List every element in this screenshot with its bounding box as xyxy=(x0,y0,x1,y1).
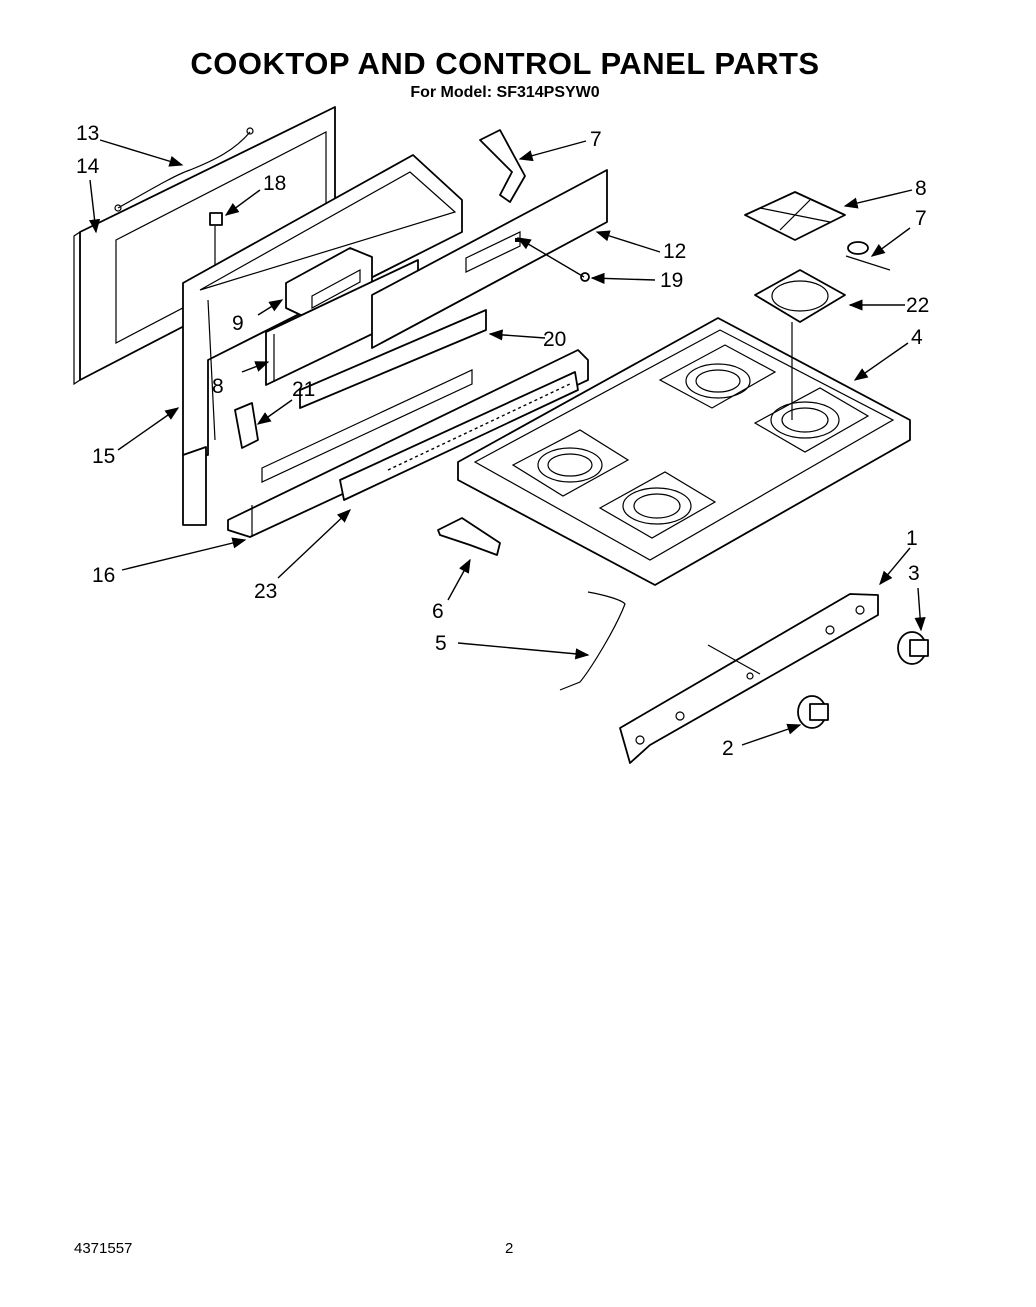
part-20-screw xyxy=(580,272,590,282)
callout-5: 5 xyxy=(435,632,447,655)
callout-9: 7 xyxy=(590,128,602,151)
part-17-backguard xyxy=(182,154,463,526)
callout-4: 4 xyxy=(911,326,923,349)
part-7-igniter xyxy=(845,241,891,271)
callout-14: 12 xyxy=(663,240,686,263)
callout-24: 22 xyxy=(906,294,929,317)
callout-15: 13 xyxy=(76,122,99,145)
part-4-cooktop xyxy=(457,317,911,586)
callout-19: 18 xyxy=(263,172,286,195)
callout-18: 16 xyxy=(92,564,115,587)
callout-22: 21 xyxy=(292,378,315,401)
part-9-endcap xyxy=(479,129,526,203)
callout-20: 19 xyxy=(660,269,683,292)
callout-3: 3 xyxy=(908,562,920,585)
part-1-manifold xyxy=(619,593,879,764)
callout-21: 20 xyxy=(543,328,566,351)
part-21-trim xyxy=(299,309,487,409)
callout-23: 23 xyxy=(254,580,277,603)
callout-12: 9 xyxy=(232,312,244,335)
callout-numbers: 13 14 18 7 8 7 12 19 22 4 9 20 8 21 15 1… xyxy=(76,122,929,760)
part-15-wire xyxy=(114,127,254,212)
callout-1: 1 xyxy=(906,527,918,550)
part-22-switch xyxy=(234,402,259,449)
part-23-vent-strip xyxy=(339,371,579,501)
callout-2: 2 xyxy=(722,737,734,760)
part-8-grate xyxy=(744,191,846,241)
part-18-manifold-panel xyxy=(227,349,589,538)
model-subtitle: For Model: SF314PSYW0 xyxy=(410,84,600,101)
part-3-valve xyxy=(897,631,929,665)
callout-6: 6 xyxy=(432,600,444,623)
page-number: 2 xyxy=(505,1240,514,1257)
callout-7: 7 xyxy=(915,207,927,230)
part-2-valve xyxy=(797,695,829,729)
page-title: COOKTOP AND CONTROL PANEL PARTS xyxy=(190,46,820,81)
callout-8: 8 xyxy=(915,177,927,200)
callout-13: 8 xyxy=(212,375,224,398)
part-6-bracket xyxy=(437,517,501,556)
document-number: 4371557 xyxy=(74,1240,133,1257)
part-24-burner-pan xyxy=(754,269,846,420)
callout-16: 14 xyxy=(76,155,100,178)
callout-17: 15 xyxy=(92,445,115,468)
part-5-wire xyxy=(559,591,626,691)
leader-lines xyxy=(88,139,926,746)
